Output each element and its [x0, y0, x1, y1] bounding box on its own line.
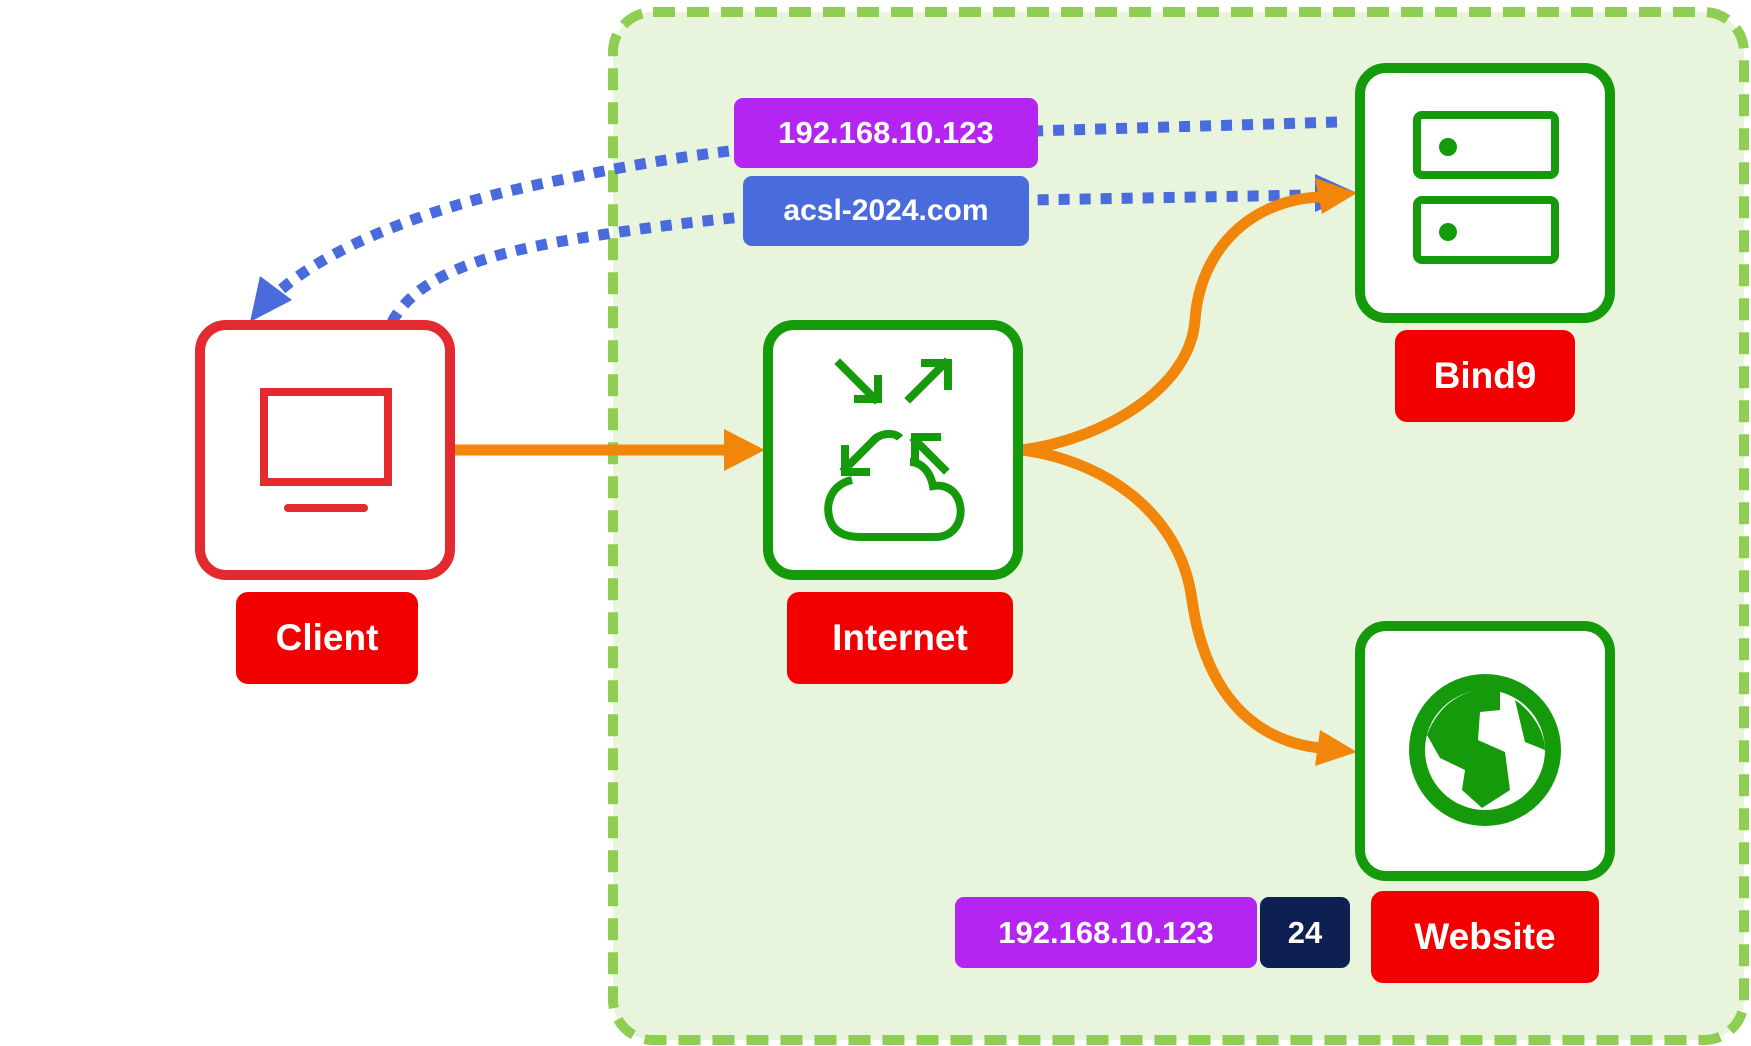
internet-label: Internet — [787, 592, 1013, 684]
dns-response-ip-label: 192.168.10.123 — [734, 98, 1038, 168]
server-icon — [1413, 111, 1559, 264]
website-label: Website — [1371, 891, 1599, 983]
client-to-internet-arrowhead — [724, 429, 765, 471]
website-node — [1355, 621, 1615, 881]
cloud-exchange-icon — [824, 357, 965, 541]
internet-to-bind9-arrowhead — [1315, 178, 1357, 214]
dns-query-domain-label: acsl-2024.com — [743, 176, 1029, 246]
internet-node — [763, 320, 1023, 580]
dns-response-arrowhead — [250, 276, 292, 322]
monitor-icon — [260, 388, 392, 512]
client-label: Client — [236, 592, 418, 684]
internet-to-bind9-arrow — [1021, 191, 1321, 456]
website-ip-label: 192.168.10.123 — [955, 897, 1257, 968]
website-prefix-label: 24 — [1260, 897, 1350, 968]
internet-to-website-arrow — [1021, 444, 1321, 754]
bind9-label: Bind9 — [1395, 330, 1575, 422]
globe-icon — [1409, 674, 1561, 826]
bind9-node — [1355, 63, 1615, 323]
internet-to-website-arrowhead — [1315, 730, 1357, 766]
client-node — [195, 320, 455, 580]
